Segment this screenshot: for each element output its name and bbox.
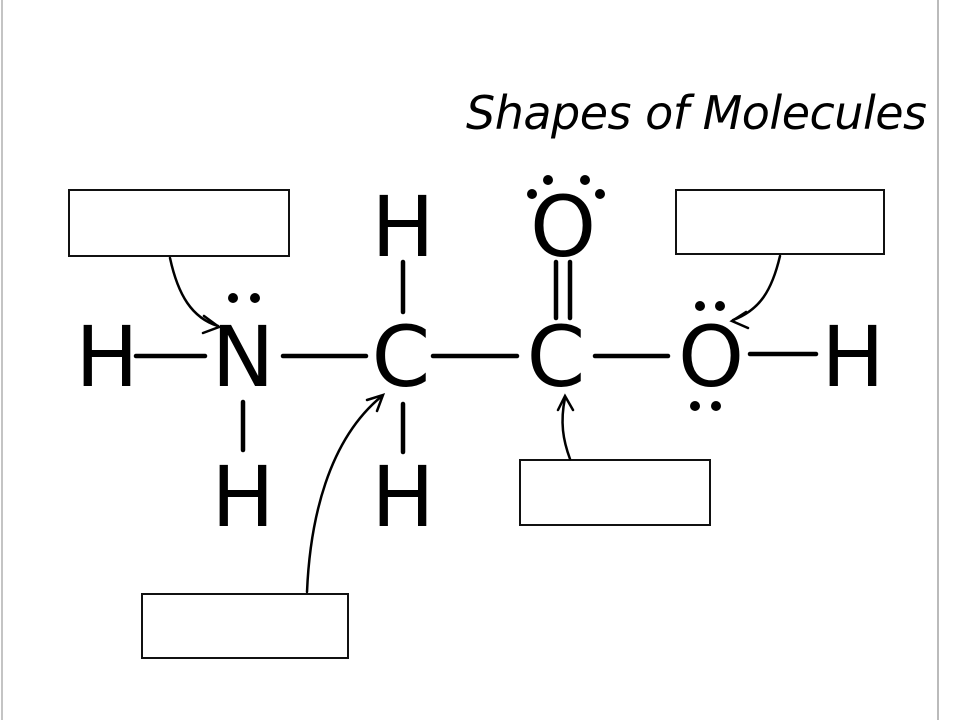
atom-h-top-c1: H (371, 178, 434, 276)
label-box-nitrogen[interactable] (68, 189, 290, 257)
arrow-to-hydroxyl-oxygen (729, 254, 782, 330)
atom-oxygen-right: O (678, 308, 744, 406)
arrow-to-nitrogen (168, 256, 222, 335)
label-box-hydroxyl-oxygen[interactable] (675, 189, 885, 255)
atom-oxygen-top: O (530, 178, 596, 276)
atom-h-below-n: H (211, 448, 274, 546)
arrow-to-alpha-carbon (305, 393, 386, 594)
lone-pairs-oxygen-right (690, 301, 725, 411)
atom-h-below-c1: H (371, 448, 434, 546)
atom-nitrogen: N (212, 308, 275, 406)
label-box-alpha-carbon[interactable] (141, 593, 349, 659)
atom-carbon-2: C (527, 308, 586, 406)
atom-h-right: H (821, 308, 884, 406)
atom-carbon-1: C (372, 308, 431, 406)
lone-pair-nitrogen (228, 293, 260, 303)
arrow-to-carbonyl-carbon (556, 393, 575, 461)
slide-title: Shapes of Molecules (466, 86, 927, 140)
lone-pairs-oxygen-top (527, 175, 605, 199)
atom-h-left: H (75, 308, 138, 406)
label-box-carbonyl-carbon[interactable] (519, 459, 711, 526)
